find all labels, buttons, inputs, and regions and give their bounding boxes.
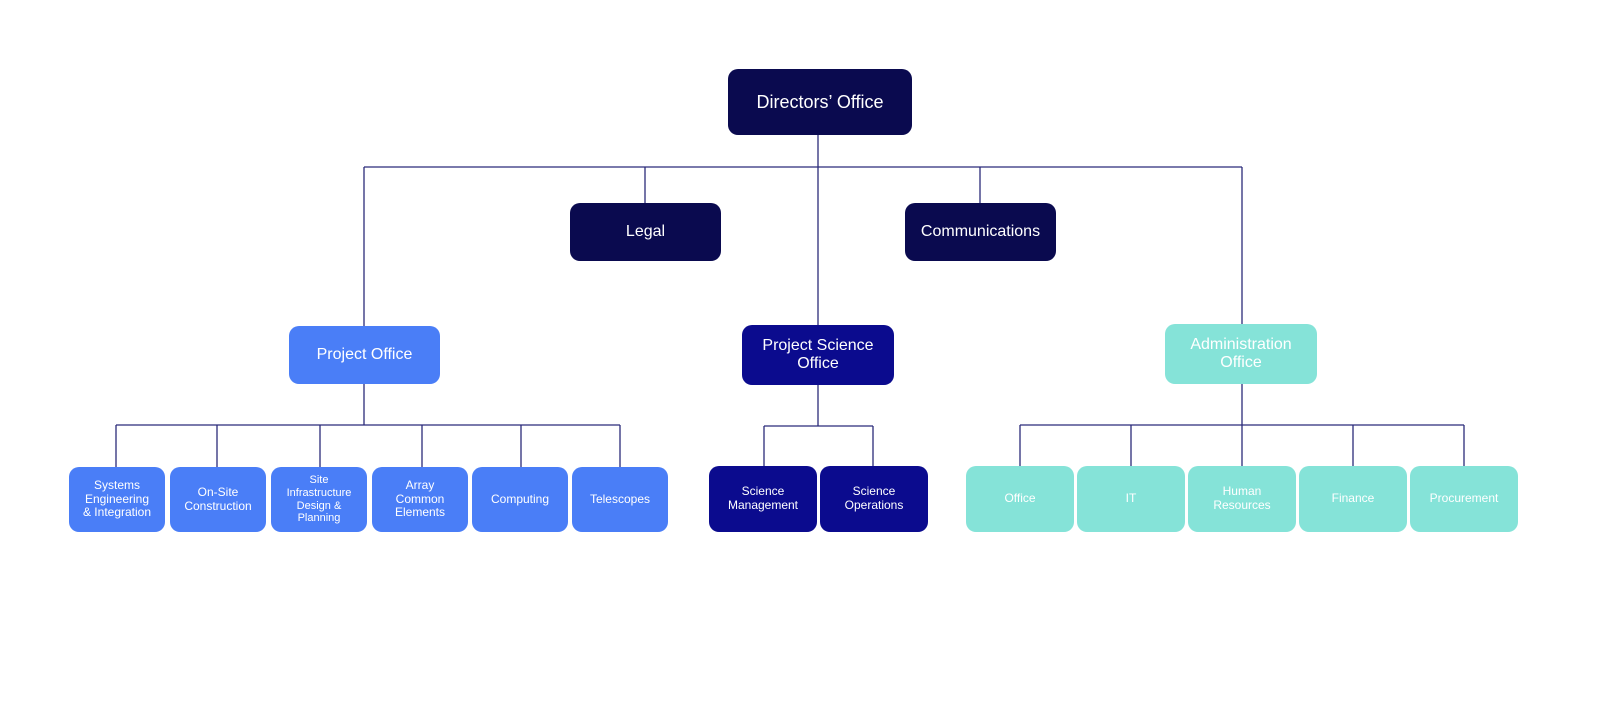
directors-office-label: Directors’ Office	[756, 91, 884, 112]
communications-box: Communications	[905, 203, 1056, 261]
project-science-office-box: Project Science Office	[742, 325, 894, 385]
legal-box: Legal	[570, 203, 721, 261]
office-label: Office	[1004, 491, 1036, 506]
systems-engineering-label: Systems Engineering & Integration	[82, 477, 152, 520]
telescopes-box: Telescopes	[572, 467, 668, 532]
science-operations-box: Science Operations	[820, 466, 928, 532]
project-office-box: Project Office	[289, 326, 440, 384]
on-site-construction-label: On-Site Construction	[184, 484, 252, 513]
communications-label: Communications	[920, 222, 1041, 240]
human-resources-box: Human Resources	[1188, 466, 1296, 532]
site-infrastructure-label: Site Infrastructure Design & Planning	[286, 474, 352, 525]
administration-office-label: Administration Office	[1190, 335, 1292, 371]
legal-label: Legal	[625, 222, 666, 240]
finance-box: Finance	[1299, 466, 1407, 532]
on-site-construction-box: On-Site Construction	[170, 467, 266, 532]
office-box: Office	[966, 466, 1074, 532]
telescopes-label: Telescopes	[589, 491, 651, 506]
directors-office-box: Directors’ Office	[728, 69, 912, 135]
computing-label: Computing	[490, 491, 550, 506]
array-common-elements-label: Array Common Elements	[394, 477, 446, 520]
computing-box: Computing	[472, 467, 568, 532]
procurement-label: Procurement	[1429, 491, 1499, 506]
procurement-box: Procurement	[1410, 466, 1518, 532]
human-resources-label: Human Resources	[1213, 484, 1271, 512]
administration-office-box: Administration Office	[1165, 324, 1317, 384]
systems-engineering-box: Systems Engineering & Integration	[69, 467, 165, 532]
science-operations-label: Science Operations	[844, 484, 904, 512]
project-office-label: Project Office	[316, 345, 413, 363]
science-management-label: Science Management	[727, 484, 799, 512]
it-box: IT	[1077, 466, 1185, 532]
it-label: IT	[1125, 491, 1137, 506]
site-infrastructure-box: Site Infrastructure Design & Planning	[271, 467, 367, 532]
science-management-box: Science Management	[709, 466, 817, 532]
finance-label: Finance	[1331, 491, 1375, 506]
array-common-elements-box: Array Common Elements	[372, 467, 468, 532]
project-science-office-label: Project Science Office	[762, 336, 874, 372]
